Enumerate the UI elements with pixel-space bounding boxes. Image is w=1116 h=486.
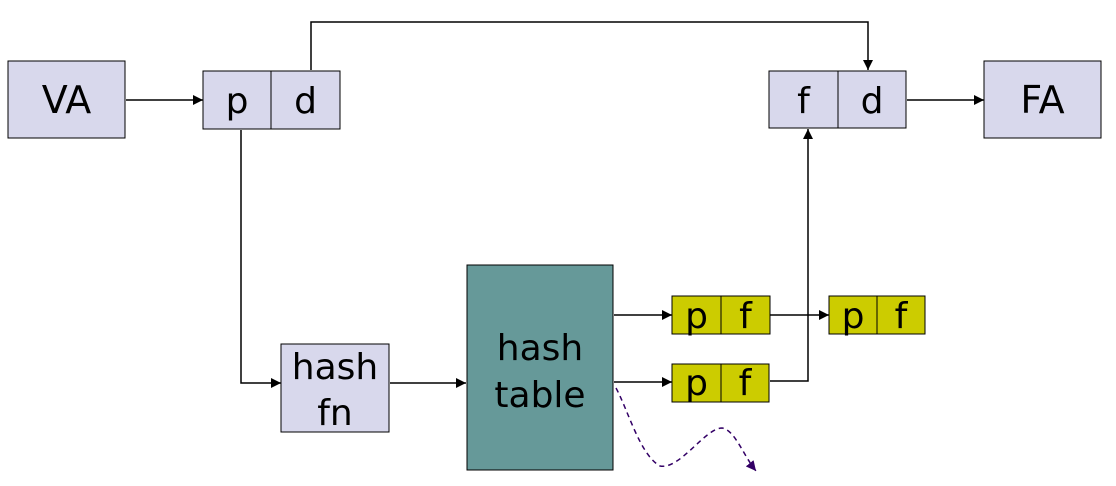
virtual-page-label: p xyxy=(226,81,249,122)
arrow-entry2-frame-to-physical xyxy=(770,129,813,382)
physical-frame-label: f xyxy=(797,81,811,122)
hash-entry-2: p f xyxy=(671,363,770,404)
hash-entry-3: p f xyxy=(828,295,926,337)
hash-fn-box: hash fn xyxy=(280,343,390,434)
hash-table-label-line1: hash xyxy=(497,328,583,369)
physical-frame-cell xyxy=(768,70,839,129)
arrow-hash-table-dashed-chain xyxy=(615,387,757,472)
entry2-frame-label: f xyxy=(739,363,753,404)
entry1-page-label: p xyxy=(685,296,708,337)
physical-offset-cell xyxy=(837,70,907,129)
connectors xyxy=(126,21,984,472)
hash-table-box: hash table xyxy=(466,264,614,471)
hash-entry-1: p f xyxy=(671,295,771,337)
entry3-frame-cell xyxy=(876,295,926,335)
entry2-page-cell xyxy=(671,363,722,403)
hash-table-label-line2: table xyxy=(494,375,585,416)
virtual-address: p d xyxy=(202,70,341,130)
entry3-frame-label: f xyxy=(895,296,909,337)
hash-fn-label-line1: hash xyxy=(292,347,378,388)
entry1-frame-cell xyxy=(720,295,771,335)
entry3-page-cell xyxy=(828,295,878,335)
hash-fn-label-line2: fn xyxy=(317,393,353,434)
arrow-page-to-hash-fn xyxy=(240,130,281,388)
virtual-offset-cell xyxy=(270,70,341,130)
physical-offset-label: d xyxy=(861,81,884,122)
virtual-offset-label: d xyxy=(294,81,317,122)
physical-address: f d xyxy=(768,70,907,129)
entry1-page-cell xyxy=(671,295,722,335)
entry2-page-label: p xyxy=(685,363,708,404)
arrow-offset-copy xyxy=(310,21,873,70)
va-label: VA xyxy=(42,78,92,122)
entry2-frame-cell xyxy=(720,363,770,403)
fa-label: FA xyxy=(1020,78,1064,122)
va-box: VA xyxy=(7,60,126,139)
entry3-page-label: p xyxy=(842,296,865,337)
entry1-frame-label: f xyxy=(739,296,753,337)
fa-box: FA xyxy=(983,60,1102,139)
